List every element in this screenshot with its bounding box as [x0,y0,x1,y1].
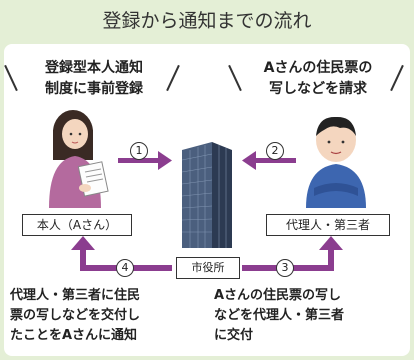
step-4-description-line1: 代理人・第三者に住民 [10,288,141,303]
arrow-1-head [158,151,172,170]
arrow-3-head [319,236,343,250]
city-hall-building [181,142,232,248]
right-bubble: Aさんの住民票の 写しなどを請求 [244,58,392,100]
step-4-description-line2: 票の写しなどを交付し [10,308,141,323]
step-1-number: 1 [130,142,148,160]
arrow-2-head [242,151,256,170]
agent-label: 代理人・第三者 [266,214,390,236]
step-4-description: 代理人・第三者に住民 票の写しなどを交付し たことをAさんに通知 [10,286,200,346]
left-bubble-line1: 登録型本人通知 [45,60,143,76]
right-bubble-line1: Aさんの住民票の [263,60,373,76]
right-bubble-line2: 写しなどを請求 [269,81,367,97]
step-3-description-line2: などを代理人・第三者 [214,308,345,323]
step-2-number: 2 [266,142,284,160]
step-3-number: 3 [276,259,294,277]
step-3-description-line3: に交付 [214,328,254,343]
arrow-3-shaft-vertical [328,248,334,271]
step-4-number: 4 [116,259,134,277]
arrow-1-shaft [118,158,158,163]
step-3-description: Aさんの住民票の写し などを代理人・第三者 に交付 [214,286,406,346]
left-bubble-line2: 制度に事前登録 [45,81,143,97]
step-4-description-line3: たことをAさんに通知 [10,328,138,343]
left-bubble: 登録型本人通知 制度に事前登録 [20,58,168,100]
step-3-description-line1: Aさんの住民票の写し [214,288,342,303]
page-title: 登録から通知までの流れ [102,10,312,32]
agent-illustration [306,116,366,208]
person-a-illustration [49,110,109,208]
arrow-2-shaft [256,158,296,163]
person-a-label: 本人（Aさん） [22,214,132,236]
arrow-4-shaft-vertical [80,248,86,271]
arrow-4-head [71,236,95,250]
city-hall-label: 市役所 [176,257,240,279]
